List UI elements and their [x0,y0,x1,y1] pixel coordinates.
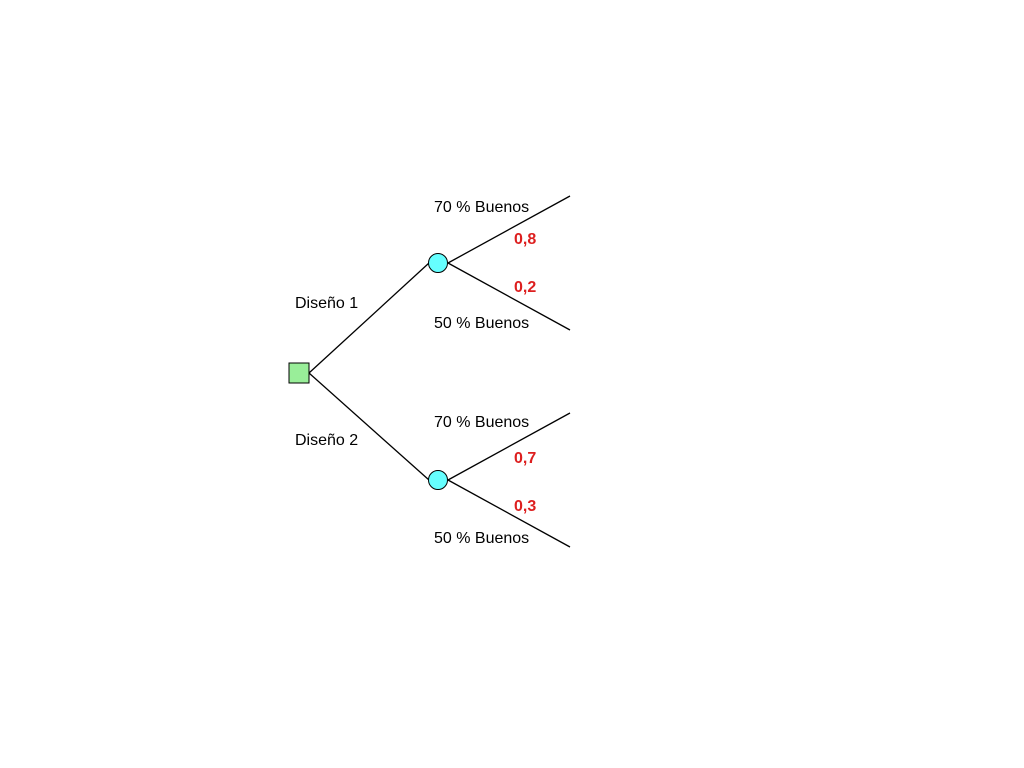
edge-design-2-outcome-2 [447,479,571,548]
outcome-label-design-2-1: 70 % Buenos [434,414,529,431]
probability-design-2-2: 0,3 [514,498,536,515]
outcome-label-design-1-1: 70 % Buenos [434,199,529,216]
edge-design-1-outcome-2 [447,262,571,331]
probability-design-1-2: 0,2 [514,279,536,296]
edge-decision-to-design-1 [308,262,430,374]
outcome-label-design-2-2: 50 % Buenos [434,530,529,547]
chance-node-design-1 [428,253,448,273]
branch-label-design-2: Diseño 2 [295,432,358,449]
branch-label-design-1: Diseño 1 [295,295,358,312]
edge-decision-to-design-2 [308,372,430,481]
edge-design-1-outcome-1 [447,195,571,264]
edge-design-2-outcome-1 [447,412,571,481]
probability-design-1-1: 0,8 [514,231,536,248]
outcome-label-design-1-2: 50 % Buenos [434,315,529,332]
chance-node-design-2 [428,470,448,490]
decision-node [288,362,310,384]
probability-design-2-1: 0,7 [514,450,536,467]
